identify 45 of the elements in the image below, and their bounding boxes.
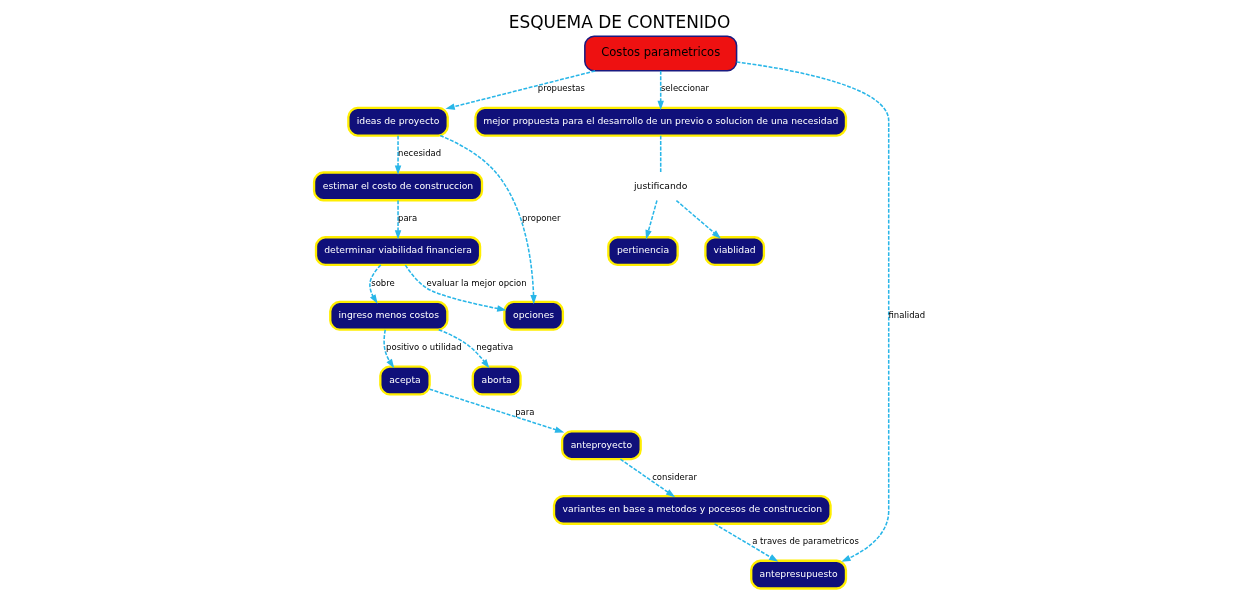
node-box: ideas de proyecto xyxy=(347,106,449,137)
node-box: estimar el costo de construccion xyxy=(312,171,484,202)
arrow xyxy=(657,70,664,110)
arrow xyxy=(445,70,596,110)
edge-label: considerar xyxy=(652,471,697,482)
edge-label: proponer xyxy=(522,212,561,223)
arrow xyxy=(437,328,490,369)
node-box: Costos parametricos xyxy=(584,35,738,72)
arrow xyxy=(404,264,507,312)
edge-label: propuestas xyxy=(537,83,585,94)
arrow xyxy=(619,458,676,498)
edge-label: para xyxy=(515,407,535,417)
node-box: variantes en base a metodos y pocesos de construccion xyxy=(552,494,832,525)
arrow xyxy=(383,329,395,369)
arrow xyxy=(394,199,402,240)
node-text: justificando xyxy=(634,179,688,191)
node-box: opciones xyxy=(503,300,565,331)
node-box: aborta xyxy=(471,365,522,396)
arrow xyxy=(713,523,779,562)
node-box: ingreso menos costos xyxy=(329,300,449,331)
arrow xyxy=(428,388,565,433)
arrow xyxy=(369,264,382,304)
node-box: antepresupuesto xyxy=(750,559,848,590)
node-box: acepta xyxy=(379,365,431,396)
node-box: pertinencia xyxy=(607,236,679,267)
edge-label: finalidad xyxy=(888,309,926,320)
edge-label: positivo o utilidad xyxy=(386,342,462,353)
arrow xyxy=(394,135,402,175)
node-box: mejor propuesta para el desarrollo de un previo o solucion de una necesidad xyxy=(474,106,848,137)
node-box: anteproyecto xyxy=(560,430,642,461)
edge-label: sobre xyxy=(371,277,395,288)
edge-label: necesidad xyxy=(398,148,442,159)
edge-label: evaluar la mejor opcion xyxy=(426,277,527,288)
arrow xyxy=(675,199,722,239)
node-box: viablidad xyxy=(704,236,766,267)
edge-label: a traves de parametricos xyxy=(752,536,859,547)
edge-label: para xyxy=(398,212,418,223)
node-box: determinar viabilidad financiera xyxy=(314,236,482,267)
arrow xyxy=(645,199,658,240)
edge-label: negativa xyxy=(476,342,514,353)
arrow xyxy=(439,134,537,305)
arrow xyxy=(735,61,890,562)
edge-label: seleccionar xyxy=(660,83,710,94)
diagram-title: ESQUEMA DE CONTENIDO xyxy=(508,12,731,33)
connector xyxy=(659,135,662,174)
